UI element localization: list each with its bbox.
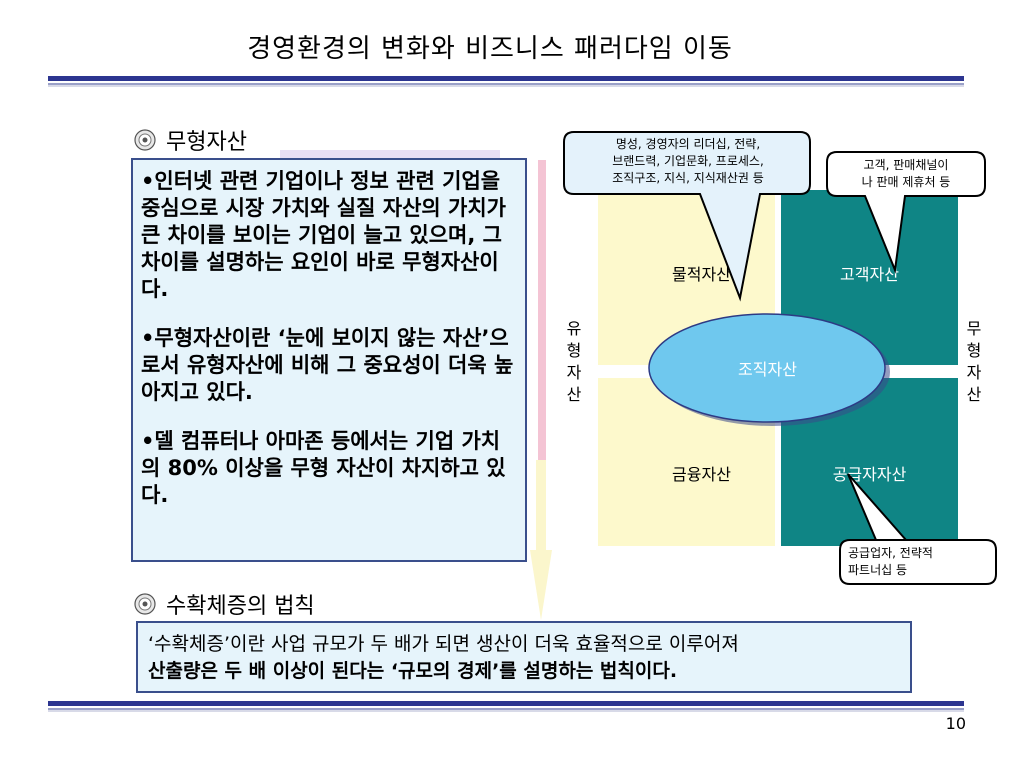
page-number: 10 <box>945 714 966 733</box>
section-heading-label: 무형자산 <box>166 130 247 155</box>
quadrant-label: 물적자산 <box>672 264 731 284</box>
organization-asset-ellipse <box>648 313 890 426</box>
intangible-asset-textbox: •인터넷 관련 기업이나 정보 관련 기업을 중심으로 시장 가치와 실질 자산… <box>131 158 527 562</box>
callout-customer-text: 고객, 판매채널이 나 판매 제휴처 등 <box>861 158 951 189</box>
increasing-returns-textbox: ‘수확체증’이란 사업 규모가 두 배가 되면 생산이 더욱 효율적으로 이루어… <box>136 621 912 693</box>
disc-bullet-icon <box>134 593 156 615</box>
callout-supplier-text: 공급업자, 전략적 파트너십 등 <box>848 546 933 577</box>
quadrant-label: 고객자산 <box>840 264 899 284</box>
bottom-divider <box>48 701 964 712</box>
section-heading-label: 수확체증의 법칙 <box>166 594 315 619</box>
top-divider <box>48 76 964 87</box>
definition-line-2: 산출량은 두 배 이상이 된다는 ‘규모의 경제’를 설명하는 법칙이다. <box>148 660 678 682</box>
paragraph-1: •인터넷 관련 기업이나 정보 관련 기업을 중심으로 시장 가치와 실질 자산… <box>141 169 506 301</box>
slide-title: 경영환경의 변화와 비즈니스 패러다임 이동 <box>247 34 733 64</box>
section-heading-increasing-returns: 수확체증의 법칙 <box>134 588 315 620</box>
callout-supplier <box>839 473 997 585</box>
paragraph-2: •무형자산이란 ‘눈에 보이지 않는 자산’으로서 유형자산에 비해 그 중요성… <box>141 326 514 404</box>
disc-bullet-icon <box>134 129 156 151</box>
paragraph-3: •델 컴퓨터나 아마존 등에서는 기업 가치의 80% 이상을 무형 자산이 차… <box>141 429 506 507</box>
callout-organization <box>563 131 811 302</box>
section-heading-intangible: 무형자산 <box>134 124 247 156</box>
callout-customer <box>826 151 986 274</box>
callout-organization-text: 명성, 경영자의 리더십, 전략, 브랜드력, 기업문화, 프로세스, 조직구조… <box>612 137 764 185</box>
quadrant-label: 금융자산 <box>672 465 731 484</box>
definition-line-1: ‘수확체증’이란 사업 규모가 두 배가 되면 생산이 더욱 효율적으로 이루어… <box>148 633 739 655</box>
center-label: 조직자산 <box>738 360 797 379</box>
